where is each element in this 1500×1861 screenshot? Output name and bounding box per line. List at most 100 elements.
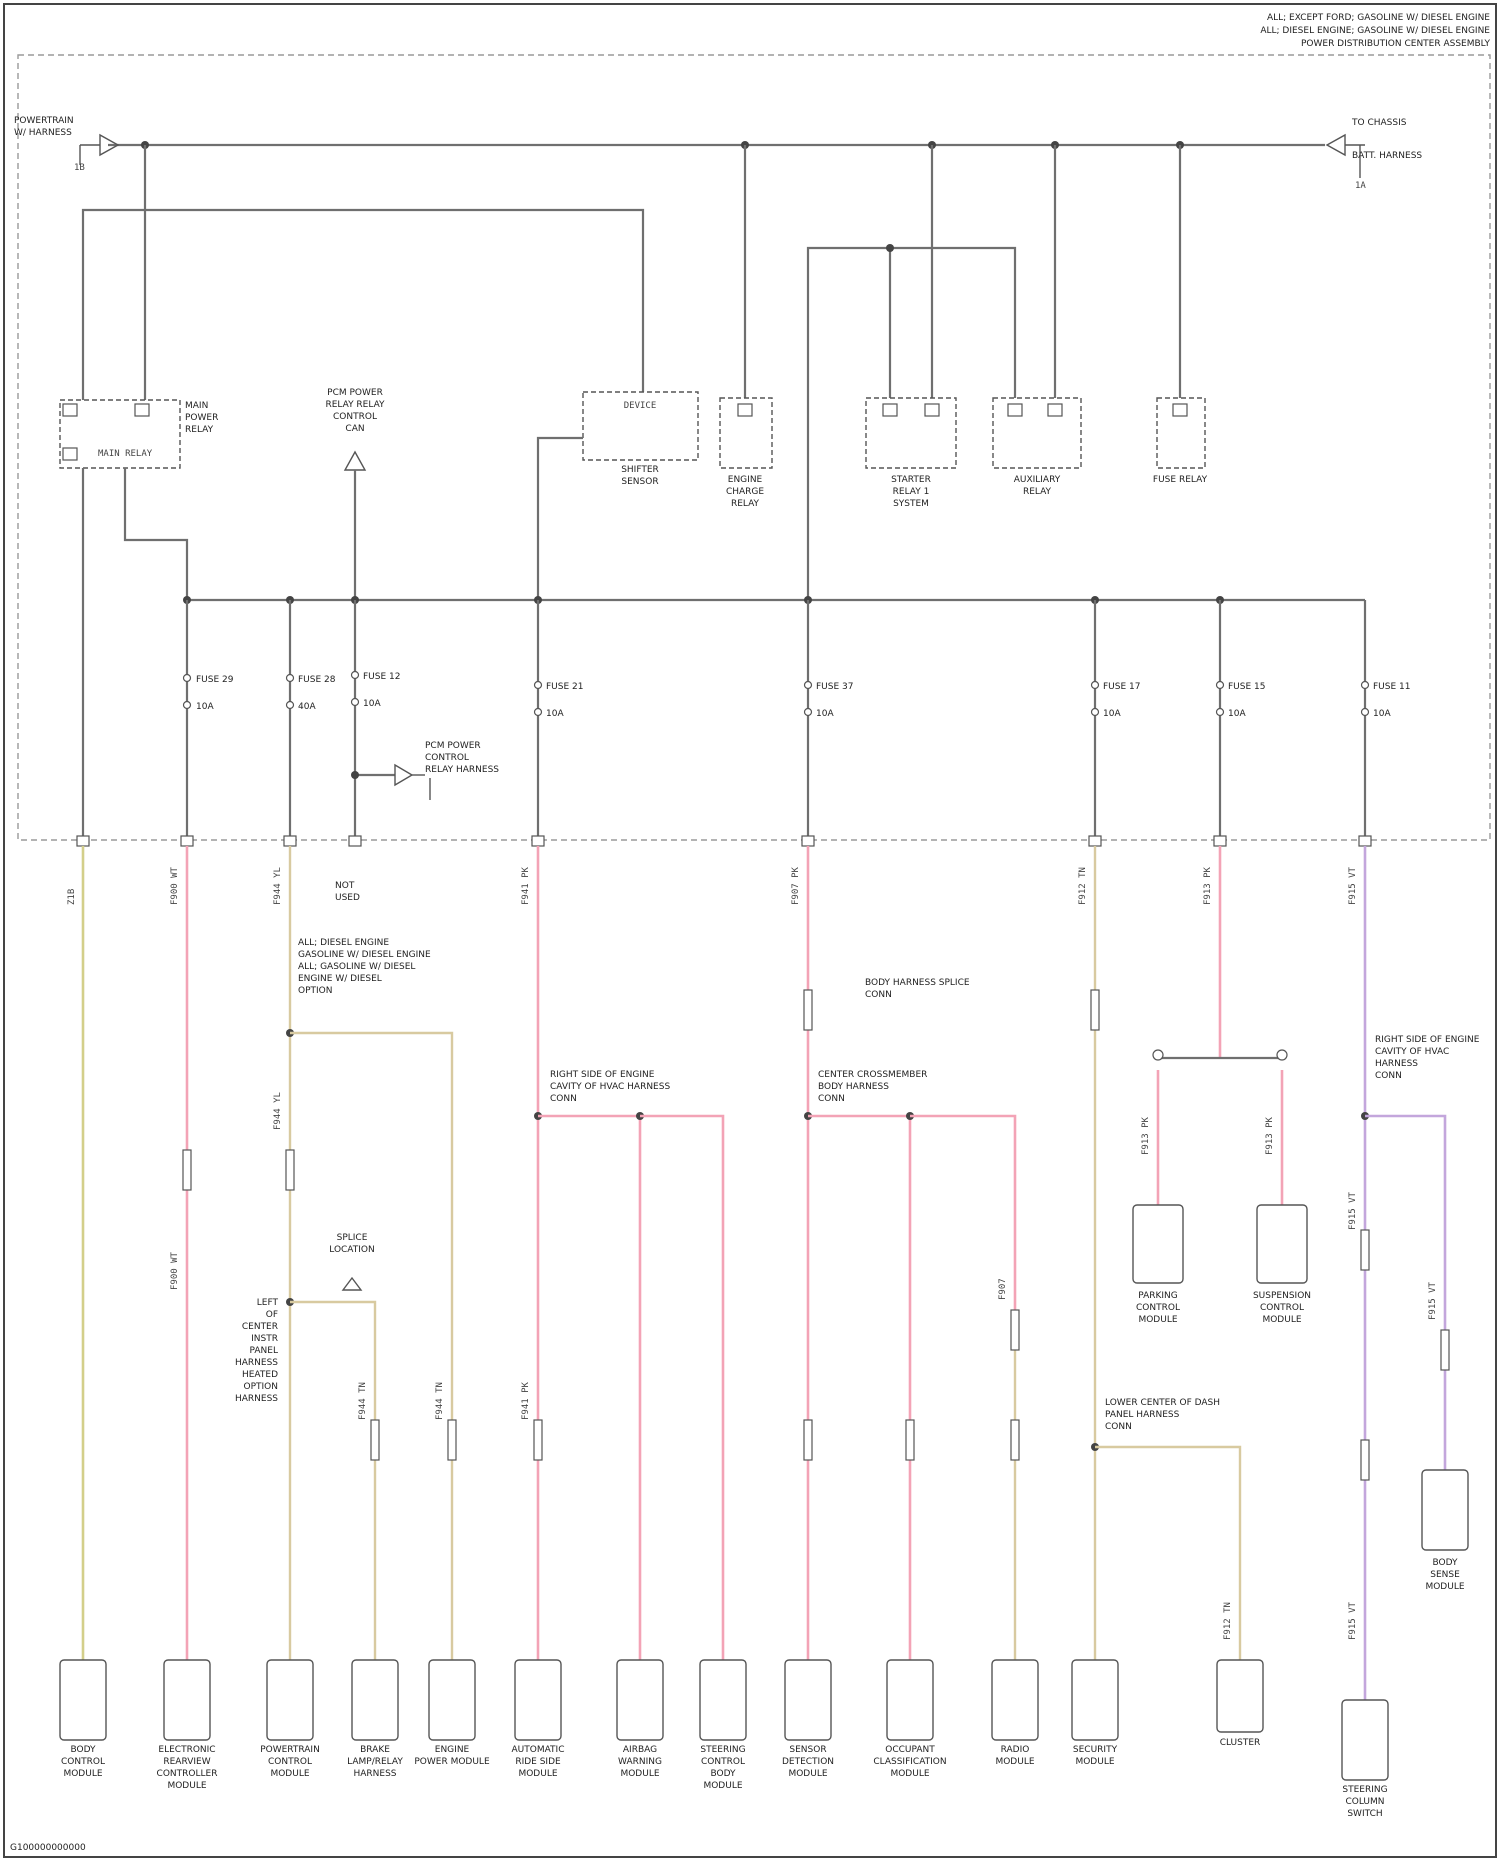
relay-label: AUXILIARY <box>1014 475 1061 485</box>
airbag-wire <box>538 1116 640 1660</box>
wire-code: F944 YL <box>273 1092 283 1130</box>
relay-label: RELAY <box>731 499 760 509</box>
wire-code: F907 PK <box>791 866 801 905</box>
module-label: AUTOMATIC <box>512 1745 565 1755</box>
fuse-name: FUSE 11 <box>1373 682 1410 692</box>
relay-label: SENSOR <box>621 477 658 487</box>
module-label: RIDE SIDE <box>515 1757 561 1767</box>
wire-code: F915 VT <box>1348 1191 1358 1230</box>
dash-note-line: GASOLINE W/ DIESEL ENGINE <box>298 950 431 960</box>
inline-connector <box>183 1150 191 1190</box>
wire-code: F900 WT <box>170 1251 180 1290</box>
wire-code: F944 TN <box>358 1382 368 1420</box>
left-dash-line: HARNESS <box>235 1358 278 1368</box>
module-label: MODULE <box>788 1769 827 1779</box>
lower-center-label: LOWER CENTER OF DASH <box>1105 1398 1220 1408</box>
radio-module: RADIO MODULE <box>992 1660 1038 1767</box>
fuse-icon <box>287 702 294 709</box>
main-relay-label-2: POWER <box>185 413 218 423</box>
pcm-control-label: CONTROL <box>425 753 469 763</box>
module-label: BODY <box>710 1769 736 1779</box>
fuse-amps: 10A <box>196 702 214 712</box>
left-dash-line: OPTION <box>244 1382 278 1392</box>
module-label: CONTROL <box>701 1757 745 1767</box>
fuse-icon <box>1092 709 1099 716</box>
relay-label: ENGINE <box>728 475 763 485</box>
inline-connector <box>1011 1310 1019 1350</box>
left-dash-line: LEFT <box>257 1298 279 1308</box>
left-dash-line: HEATED <box>242 1370 278 1380</box>
parking-control-module: PARKING CONTROL MODULE <box>1133 1205 1183 1325</box>
wire-code: F941 PK <box>521 866 531 905</box>
wire-code: F941 PK <box>521 1381 531 1420</box>
fuse-29: FUSE 29 10A <box>184 675 234 713</box>
inline-connector <box>906 1420 914 1460</box>
module-label: CONTROL <box>1136 1303 1180 1313</box>
module-label: POWERTRAIN <box>260 1745 320 1755</box>
module-box <box>1072 1660 1118 1740</box>
module-label: RADIO <box>1001 1745 1030 1755</box>
dash-note-line: ALL; DIESEL ENGINE <box>298 938 389 948</box>
connector-arrow-icon <box>395 765 412 785</box>
fuse-name: FUSE 29 <box>196 675 234 685</box>
security-module: SECURITY MODULE <box>1072 1660 1118 1767</box>
header-line-1: ALL; EXCEPT FORD; GASOLINE W/ DIESEL ENG… <box>1267 13 1490 23</box>
module-label: STEERING <box>1342 1785 1387 1795</box>
inline-connector <box>1011 1420 1019 1460</box>
inline-connector <box>804 990 812 1030</box>
module-label: COLUMN <box>1345 1797 1384 1807</box>
module-label: CONTROLLER <box>157 1769 218 1779</box>
cluster: CLUSTER <box>1217 1660 1263 1748</box>
wire-code: F912 TN <box>1078 867 1088 905</box>
module-label: CLASSIFICATION <box>873 1757 946 1767</box>
relay-tag: DEVICE <box>624 401 657 411</box>
module-label: MODULE <box>167 1781 206 1791</box>
lower-center-label: CONN <box>1105 1422 1132 1432</box>
left-dash-line: CENTER <box>242 1322 278 1332</box>
bottom-modules: BODY CONTROL MODULE ELECTRONIC REARVIEW … <box>60 1660 1388 1819</box>
inline-connector <box>286 1150 294 1190</box>
fuse-amps: 10A <box>1228 709 1246 719</box>
fuse-name: FUSE 15 <box>1228 682 1265 692</box>
connector-pin <box>77 836 89 846</box>
module-box <box>992 1660 1038 1740</box>
fuse-amps: 10A <box>546 709 564 719</box>
connector-pin <box>284 836 296 846</box>
inline-connector <box>448 1420 456 1460</box>
module-label: REARVIEW <box>163 1757 210 1767</box>
wire-code: F944 TN <box>435 1382 445 1420</box>
module-label: ELECTRONIC <box>158 1745 215 1755</box>
shifter-feed-wire <box>83 210 643 405</box>
fuse-icon <box>805 682 812 689</box>
module-box <box>515 1660 561 1740</box>
wire-code: F915 VT <box>1348 1601 1358 1640</box>
module-box <box>1342 1700 1388 1780</box>
header-line-2: ALL; DIESEL ENGINE; GASOLINE W/ DIESEL E… <box>1260 26 1490 36</box>
left-dash-line: PANEL <box>250 1346 278 1356</box>
sensor-detection-module: SENSOR DETECTION MODULE <box>782 1660 834 1779</box>
top-right-label-2: BATT. HARNESS <box>1352 151 1422 161</box>
fuse-28: FUSE 28 40A <box>287 675 336 713</box>
right-body-label: HARNESS <box>1375 1059 1418 1069</box>
module-label: LAMP/RELAY <box>347 1757 403 1767</box>
splice-dot <box>351 771 359 779</box>
right-side-label: CONN <box>550 1094 577 1104</box>
left-of-dash-note: LEFT OF CENTER INSTR PANEL HARNESS HEATE… <box>235 1298 279 1404</box>
body-sense-module-box <box>1422 1470 1468 1550</box>
module-label: HARNESS <box>353 1769 396 1779</box>
inline-connector <box>1361 1230 1369 1270</box>
fuse-21: FUSE 21 10A <box>535 682 584 720</box>
suspension-control-module-box <box>1257 1205 1307 1283</box>
fuse-11: FUSE 11 10A <box>1362 682 1411 720</box>
wire-code: F915 VT <box>1428 1281 1438 1320</box>
fuse-name: FUSE 21 <box>546 682 583 692</box>
occupant-class-wire <box>808 1116 910 1660</box>
cluster-wire <box>1095 1447 1240 1660</box>
steering-column-switch: STEERING COLUMN SWITCH <box>1342 1700 1388 1819</box>
rearview-controller-module: ELECTRONIC REARVIEW CONTROLLER MODULE <box>157 1660 218 1791</box>
module-label: MODULE <box>703 1781 742 1791</box>
relay-pin <box>883 404 897 416</box>
connector-arrow-icon <box>345 452 365 470</box>
module-label: MODULE <box>1138 1315 1177 1325</box>
module-label: POWER MODULE <box>414 1757 490 1767</box>
